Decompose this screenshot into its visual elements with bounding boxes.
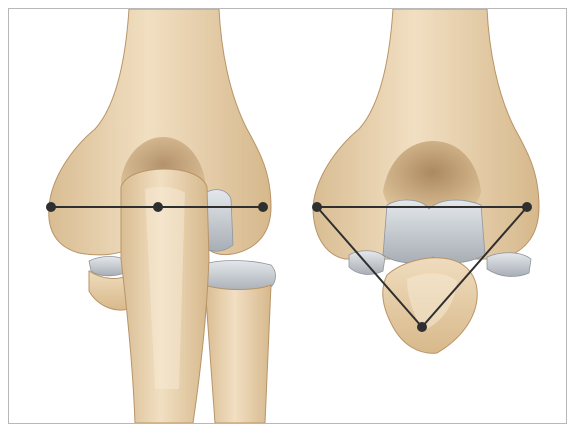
left-olecranon-dot [153, 202, 163, 212]
left-radius [205, 285, 271, 423]
right-medial-epicondyle-dot [522, 202, 532, 212]
right-elbow-panel [312, 9, 539, 353]
figure-frame [8, 8, 567, 424]
left-trochlea-cartilage [205, 190, 233, 252]
right-lateral-epicondyle-dot [312, 202, 322, 212]
left-lateral-epicondyle-dot [46, 202, 56, 212]
right-trochlea-cartilage [383, 200, 485, 263]
right-olecranon-dot [417, 322, 427, 332]
right-medial-cartilage [487, 253, 531, 277]
elbow-illustration [9, 9, 566, 423]
right-lateral-cartilage [349, 251, 385, 275]
left-medial-epicondyle-dot [258, 202, 268, 212]
left-elbow-panel [46, 9, 276, 423]
